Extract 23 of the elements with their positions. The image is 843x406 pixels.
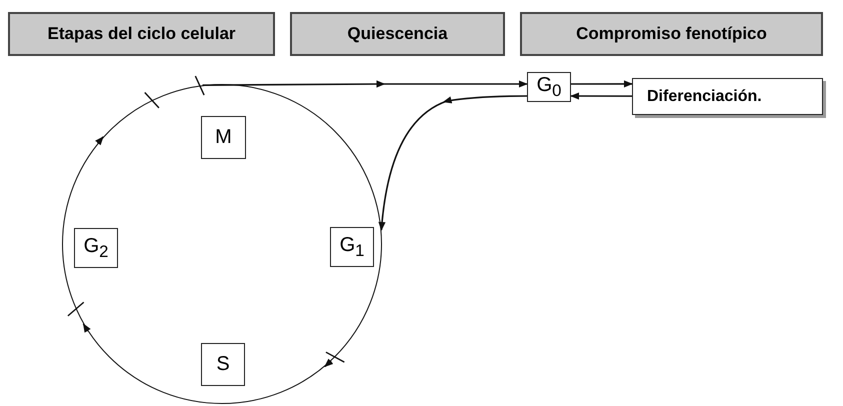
phase-box bbox=[74, 228, 118, 268]
node-label: G$_{1}$ bbox=[340, 234, 364, 260]
phase-box bbox=[527, 72, 571, 102]
node-label: G$_{0}$ bbox=[536, 74, 562, 100]
phase-box bbox=[201, 343, 245, 386]
node-label: Quiescencia bbox=[347, 24, 448, 44]
node-label: Diferenciación. bbox=[647, 88, 762, 106]
node-label: S bbox=[216, 353, 230, 376]
process-box bbox=[632, 78, 823, 115]
arrow bbox=[378, 95, 527, 231]
phase-box bbox=[201, 116, 246, 159]
stage-header bbox=[8, 12, 275, 56]
phase-box bbox=[330, 227, 374, 267]
stage-header bbox=[520, 12, 823, 56]
stage-header bbox=[290, 12, 505, 56]
arrow bbox=[202, 80, 527, 88]
cell-cycle-circle bbox=[62, 84, 382, 404]
node-label: G$_{2}$ bbox=[84, 234, 108, 262]
node-label: Compromiso fenotípico bbox=[576, 24, 767, 44]
node-label: M bbox=[215, 126, 232, 149]
arrow bbox=[570, 92, 632, 100]
node-label: Etapas del ciclo celular bbox=[47, 24, 236, 44]
arrow bbox=[571, 80, 633, 88]
